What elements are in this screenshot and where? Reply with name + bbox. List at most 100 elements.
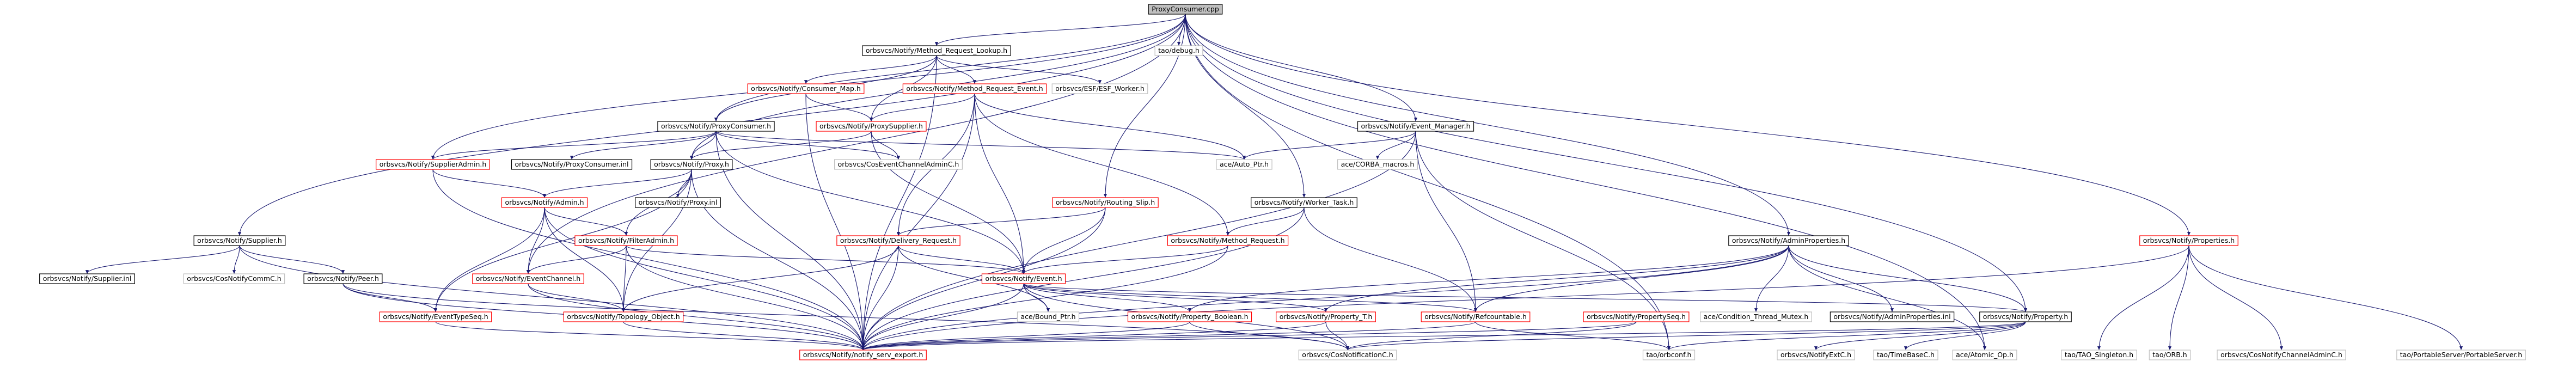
graph-node-label: orbsvcs/CosNotifyChannelAdminC.h [2220,351,2342,359]
graph-node-n-peer[interactable]: orbsvcs/Notify/Peer.h [303,273,383,284]
graph-node-n-event[interactable]: orbsvcs/Notify/Event.h [981,273,1066,284]
graph-node-root[interactable]: ProxyConsumer.cpp [1148,4,1223,15]
graph-node-n-portable[interactable]: tao/PortableServer/PortableServer.h [2396,350,2526,360]
graph-node-n-supinl[interactable]: orbsvcs/Notify/Supplier.inl [39,273,135,284]
graph-edge [1346,321,1637,351]
graph-node-n-cnca[interactable]: orbsvcs/CosNotifyChannelAdminC.h [2217,350,2346,360]
graph-node-n-ctm[interactable]: ace/Condition_Thread_Mutex.h [1700,311,1812,322]
graph-node-box [574,235,678,246]
graph-node-box [836,235,960,246]
graph-node-n-orbconf[interactable]: tao/orbconf.h [1642,350,1696,360]
graph-node-n-export[interactable]: orbsvcs/Notify/notify_serv_export.h [799,350,927,360]
graph-node-n-ps[interactable]: orbsvcs/Notify/ProxySupplier.h [816,121,927,132]
graph-node-label: orbsvcs/Notify/EventChannel.h [476,274,580,283]
graph-node-box [501,197,588,208]
graph-node-n-debug[interactable]: tao/debug.h [1154,45,1203,56]
graph-edge [544,207,626,313]
graph-edge [239,245,865,351]
graph-node-n-mre[interactable]: orbsvcs/Notify/Method_Request_Event.h [902,83,1047,94]
graph-node-n-cmap[interactable]: orbsvcs/Notify/Consumer_Map.h [747,83,865,94]
graph-node-n-dr[interactable]: orbsvcs/Notify/Delivery_Request.h [836,235,960,246]
graph-node-n-ap[interactable]: orbsvcs/Notify/AdminProperties.h [1728,235,1849,246]
graph-node-n-ec[interactable]: orbsvcs/Notify/EventChannel.h [472,273,584,284]
graph-edge [861,321,1326,351]
graph-node-box [981,273,1066,284]
graph-node-n-autoptr[interactable]: ace/Auto_Ptr.h [1216,159,1272,170]
graph-edge [689,131,717,160]
graph-node-n-pseq[interactable]: orbsvcs/Notify/PropertySeq.h [1583,311,1690,322]
graph-node-label: ace/Auto_Ptr.h [1220,160,1269,168]
graph-node-box [1583,311,1690,322]
graph-node-n-fa[interactable]: orbsvcs/Notify/FilterAdmin.h [574,235,678,246]
graph-node-label: orbsvcs/CosEventChannelAdminC.h [838,160,959,168]
graph-edge [542,169,692,198]
graph-node-n-proxyinl[interactable]: orbsvcs/Notify/Proxy.inl [635,197,721,208]
graph-node-n-topo[interactable]: orbsvcs/Notify/Topology_Object.h [563,311,684,322]
graph-edge [715,131,1026,274]
graph-node-n-mr[interactable]: orbsvcs/Notify/Method_Request.h [1167,235,1289,246]
graph-node-n-admin[interactable]: orbsvcs/Notify/Admin.h [501,197,588,208]
graph-node-box [1337,159,1418,170]
graph-node-n-cnc[interactable]: orbsvcs/CosNotificationC.h [1298,350,1397,360]
graph-node-box [1154,45,1203,56]
graph-node-n-ets[interactable]: orbsvcs/Notify/EventTypeSeq.h [379,311,492,322]
graph-node-n-cecadmin[interactable]: orbsvcs/CosEventChannelAdminC.h [834,159,963,170]
graph-node-n-cncommc[interactable]: orbsvcs/CosNotifyCommC.h [183,273,285,284]
graph-node-n-atomic[interactable]: ace/Atomic_Op.h [1952,350,2017,360]
graph-node-box [747,83,865,94]
graph-node-label: orbsvcs/Notify/Proxy.inl [639,198,718,206]
graph-edge [861,321,1190,351]
graph-node-n-props[interactable]: orbsvcs/Notify/Properties.h [2139,235,2238,246]
graph-edge [861,245,1228,351]
graph-node-n-bptr[interactable]: ace/Bound_Ptr.h [1017,311,1080,322]
graph-node-label: tao/TimeBaseC.h [1877,351,1935,359]
graph-node-n-em[interactable]: orbsvcs/Notify/Event_Manager.h [1357,121,1474,132]
graph-edge [432,169,865,351]
graph-node-n-refc[interactable]: orbsvcs/Notify/Refcountable.h [1421,311,1531,322]
graph-edge [1788,245,1894,313]
graph-node-n-pc[interactable]: orbsvcs/Notify/ProxyConsumer.h [657,121,775,132]
graph-node-n-pt[interactable]: orbsvcs/Notify/Property_T.h [1276,311,1376,322]
graph-node-box [799,350,927,360]
graph-node-label: orbsvcs/Notify/AdminProperties.h [1732,236,1845,244]
graph-edge [1023,283,1050,313]
graph-node-n-orb[interactable]: tao/ORB.h [2149,350,2191,360]
graph-node-box [1276,311,1376,322]
graph-node-n-pbool[interactable]: orbsvcs/Notify/Property_Boolean.h [1127,311,1252,322]
graph-edge [898,245,1050,313]
graph-node-box [303,273,383,284]
graph-node-label: orbsvcs/Notify/Properties.h [2143,236,2235,244]
graph-node-n-wt[interactable]: orbsvcs/Notify/Worker_Task.h [1251,197,1357,208]
graph-node-n-pcinl[interactable]: orbsvcs/Notify/ProxyConsumer.inl [511,159,633,170]
graph-node-n-taosing[interactable]: tao/TAO_Singleton.h [2061,350,2137,360]
graph-node-n-apinl[interactable]: orbsvcs/Notify/AdminProperties.inl [1829,311,1955,322]
graph-node-n-tbc[interactable]: tao/TimeBaseC.h [1873,350,1938,360]
graph-edge [936,55,1102,84]
graph-node-n-rs[interactable]: orbsvcs/Notify/Routing_Slip.h [1052,197,1159,208]
graph-node-label: ace/CORBA_macros.h [1341,160,1415,168]
graph-node-box [2396,350,2526,360]
graph-edge [1185,14,1306,198]
graph-node-box [1642,350,1696,360]
graph-node-n-proxy[interactable]: orbsvcs/Notify/Proxy.h [650,159,733,170]
graph-node-label: tao/orbconf.h [1647,351,1692,359]
graph-node-label: tao/ORB.h [2152,351,2187,359]
graph-node-box [1052,197,1159,208]
graph-node-n-corba[interactable]: ace/CORBA_macros.h [1337,159,1418,170]
graph-node-label: orbsvcs/Notify/Supplier.h [197,236,282,244]
graph-node-n-esf[interactable]: orbsvcs/ESF/ESF_Worker.h [1051,83,1148,94]
graph-edge [544,207,865,351]
graph-node-n-mrl[interactable]: orbsvcs/Notify/Method_Request_Lookup.h [862,45,1011,56]
graph-node-n-cnextc[interactable]: orbsvcs/NotifyExtC.h [1777,350,1855,360]
graph-node-box [650,159,733,170]
graph-edge [691,169,865,351]
graph-edge [621,245,627,313]
graph-edge [1185,14,2191,236]
graph-node-n-prop[interactable]: orbsvcs/Notify/Property.h [1979,311,2072,322]
graph-node-n-supplier[interactable]: orbsvcs/Notify/Supplier.h [193,235,286,246]
graph-node-n-sa[interactable]: orbsvcs/Notify/SupplierAdmin.h [376,159,490,170]
graph-edge [936,55,977,84]
graph-node-box [511,159,633,170]
graph-node-label: ace/Atomic_Op.h [1956,351,2014,359]
graph-node-box [2061,350,2137,360]
